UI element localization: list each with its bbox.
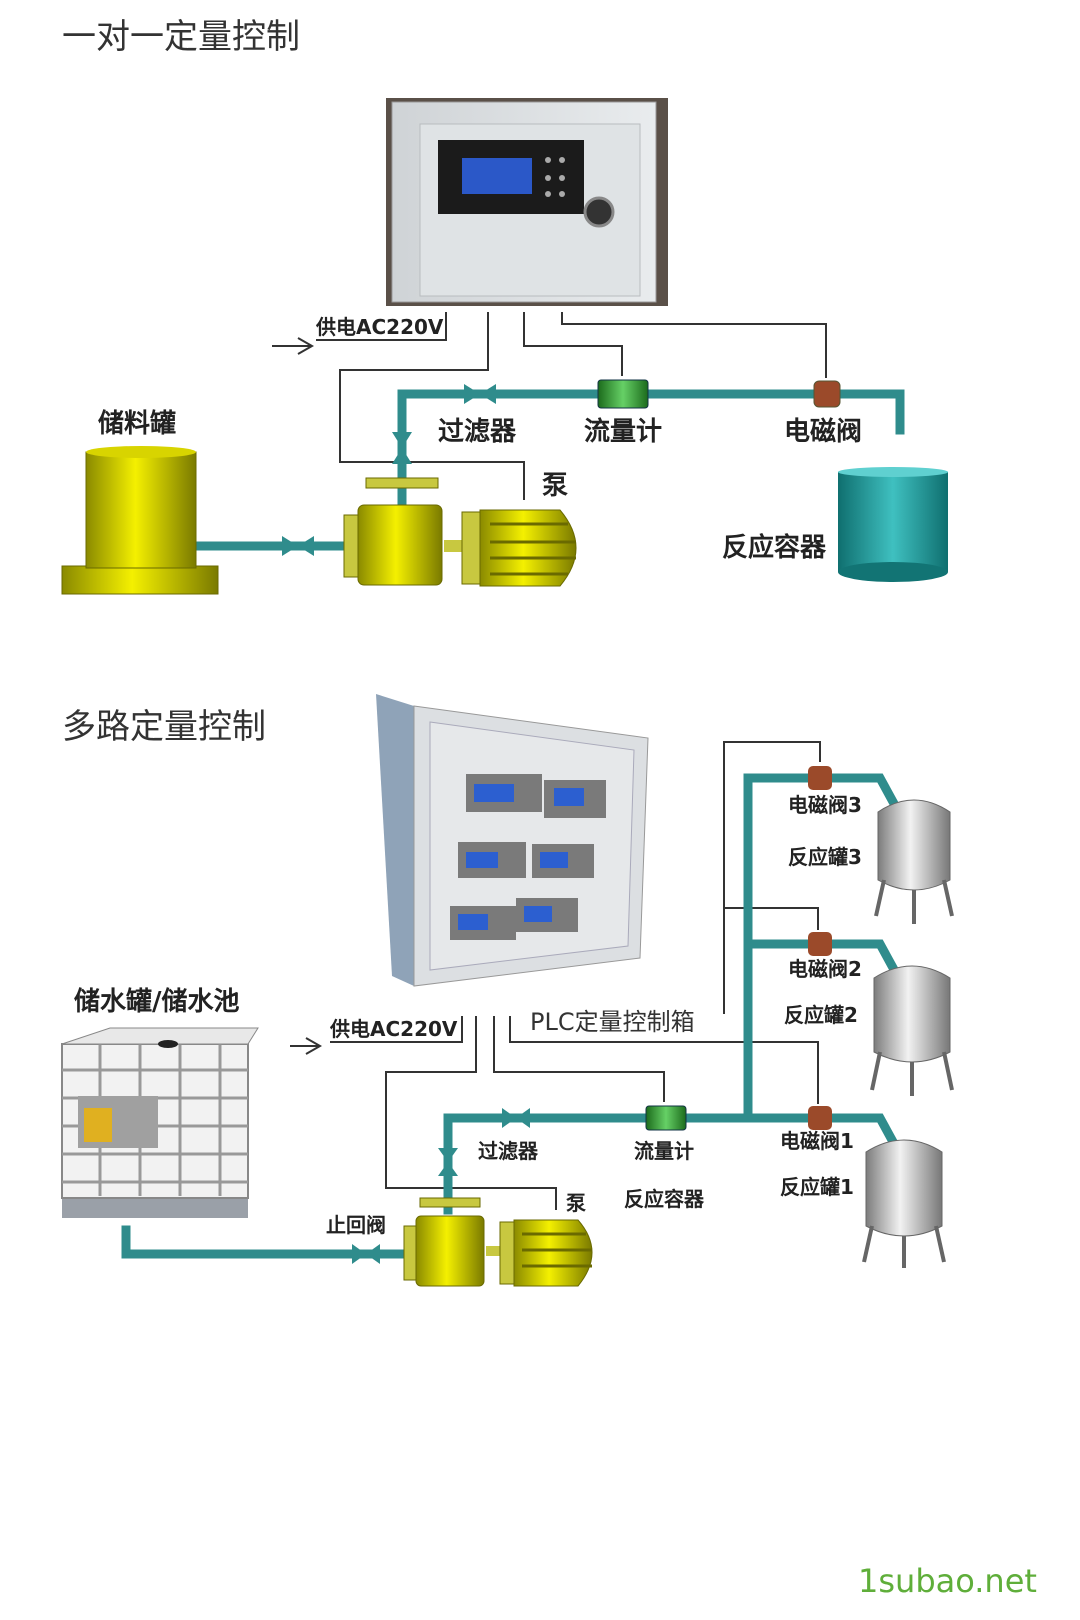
s2-filter-label: 过滤器 [478,1139,539,1163]
s1-solenoid-valve-icon [813,380,841,408]
valve2-label: 电磁阀2 [788,957,862,981]
s1-solenoid-valve-label: 电磁阀 [784,416,862,447]
tank1-label: 反应罐1 [780,1175,854,1199]
storage-tank [61,446,219,595]
pump-2 [403,1197,593,1287]
s1-power-label: 供电AC220V [315,315,444,339]
inlet-valve-icon [282,536,298,556]
reactor-tank-3 [863,773,954,924]
tank-label-icon [84,1108,112,1142]
s2-power-label: 供电AC220V [329,1017,458,1041]
s2-check-valve-label: 止回阀 [326,1213,386,1237]
valve2-icon [808,932,832,956]
pump [343,477,577,587]
ibc-water-tank [61,1027,259,1218]
tank3-label: 反应罐3 [788,845,862,869]
valve1-icon [808,1106,832,1130]
reactor-tank-1 [862,1113,946,1268]
s1-pump-label: 泵 [542,471,568,501]
s2-flowmeter-icon [645,1105,687,1131]
s1-filter-label: 过滤器 [438,417,517,447]
s1-flowmeter-icon [597,379,649,409]
controller-box [386,98,668,306]
s1-flowmeter-label: 流量计 [584,417,662,447]
check-valve-icon [392,432,412,448]
watermark: 1subao.net [858,1562,1037,1600]
s2-water-tank-label: 储水罐/储水池 [74,986,240,1017]
s1-reaction-vessel-label: 反应容器 [722,532,827,563]
s2-flowmeter-label: 流量计 [634,1139,694,1163]
lcd-screen [462,158,532,194]
s2-vertical-valve-icon [438,1148,458,1162]
s2-filter-icon [502,1108,516,1128]
s2-plc-box-label: PLC定量控制箱 [530,1008,695,1036]
reactor-tank-2 [863,939,954,1096]
s2-check-valve-icon [352,1244,366,1264]
plc-cabinet [376,694,649,987]
door-lock [583,196,615,228]
valve1-label: 电磁阀1 [780,1129,854,1153]
tank2-label: 反应罐2 [784,1003,858,1027]
valve3-label: 电磁阀3 [788,793,862,817]
s2-pump-label: 泵 [566,1191,586,1215]
valve3-icon [808,766,832,790]
s2-reaction-vessel-label: 反应容器 [624,1187,705,1211]
section2-title: 多路定量控制 [62,707,266,747]
reaction-vessel [838,467,948,582]
section1-title: 一对一定量控制 [62,17,300,57]
s1-storage-tank-label: 储料罐 [98,408,176,439]
plc-display-icon [474,784,514,802]
s1-filter-icon [464,384,480,404]
